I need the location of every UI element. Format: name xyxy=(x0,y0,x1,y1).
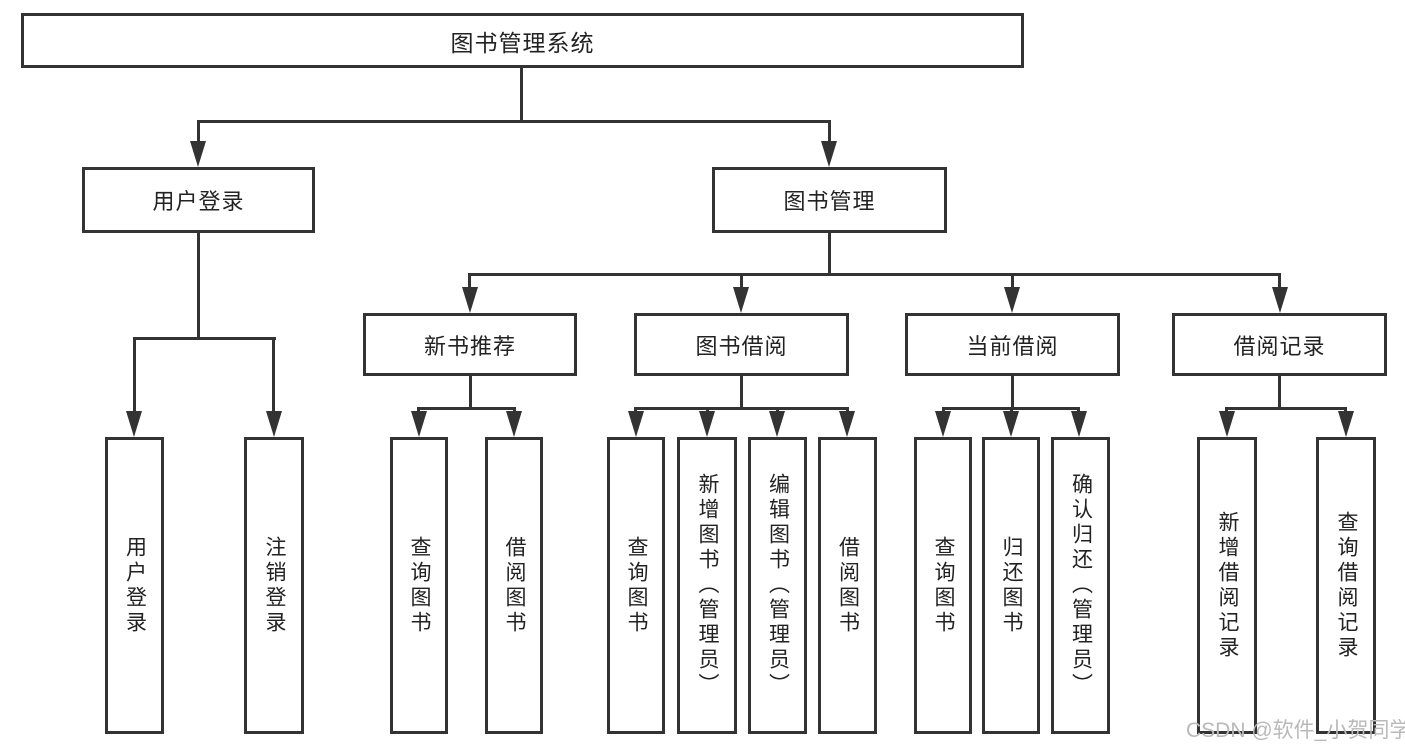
node-label: 借阅图书 xyxy=(503,535,526,636)
connector-drop-book-management xyxy=(828,120,831,145)
arrowhead-new-book xyxy=(462,287,478,313)
node-book-borrow: 图书借阅 xyxy=(634,313,849,376)
arrowhead-edit-books xyxy=(769,411,785,437)
node-label: 用户登录 xyxy=(123,535,147,636)
node-label: 编辑图书（管理员） xyxy=(766,473,790,698)
node-label: 查询图书 xyxy=(625,535,648,636)
connector-drop-user-login-leaf xyxy=(133,337,136,415)
arrowhead-current-borrow xyxy=(1004,287,1020,313)
connector-new-book-stub xyxy=(469,376,472,407)
arrowhead-user-login-leaf xyxy=(126,411,142,437)
connector-root-stub xyxy=(520,68,523,120)
arrowhead-logout-leaf xyxy=(266,411,282,437)
arrowhead-query-books-3 xyxy=(935,411,951,437)
leaf-user-login: 用户登录 xyxy=(105,437,164,734)
arrowhead-book-borrow xyxy=(733,287,749,313)
connector-root-rail xyxy=(197,120,831,123)
arrowhead-query-books-2 xyxy=(628,411,644,437)
leaf-return-books: 归还图书 xyxy=(982,437,1040,734)
node-label: 图书管理系统 xyxy=(450,29,595,56)
leaf-query-books-3: 查询图书 xyxy=(914,437,972,734)
leaf-query-borrow-record: 查询借阅记录 xyxy=(1316,437,1376,734)
arrowhead-book-management xyxy=(821,141,837,167)
node-label: 确认归还（管理员） xyxy=(1069,473,1093,698)
arrowhead-query-borrow-record xyxy=(1338,411,1354,437)
leaf-borrow-books-2: 借阅图书 xyxy=(818,437,877,734)
connector-user-login-rail xyxy=(133,337,276,340)
connector-drop-current-borrow xyxy=(1011,273,1014,291)
connector-book-borrow-stub xyxy=(740,376,743,407)
connector-book-management-stub xyxy=(828,233,831,273)
connector-drop-book-borrow xyxy=(740,273,743,291)
leaf-query-books-2: 查询图书 xyxy=(607,437,665,734)
leaf-borrow-books-1: 借阅图书 xyxy=(485,437,543,734)
connector-drop-user-login xyxy=(197,120,200,145)
arrowhead-borrow-records xyxy=(1272,287,1288,313)
node-label: 新增借阅记录 xyxy=(1216,510,1239,661)
node-label: 查询借阅记录 xyxy=(1335,510,1358,661)
arrowhead-confirm-return xyxy=(1071,411,1087,437)
arrowhead-return-books xyxy=(1003,411,1019,437)
connector-new-book-rail xyxy=(417,407,516,410)
arrowhead-query-books-1 xyxy=(411,411,427,437)
node-book-management: 图书管理 xyxy=(712,167,947,233)
connector-book-borrow-rail xyxy=(634,407,848,410)
node-label: 用户登录 xyxy=(152,189,245,214)
connector-borrow-records-stub xyxy=(1278,376,1281,407)
node-label: 新增图书（管理员） xyxy=(696,473,719,698)
node-label: 当前借阅 xyxy=(966,333,1059,359)
connector-drop-logout-leaf xyxy=(272,337,275,415)
connector-borrow-records-rail xyxy=(1225,407,1347,410)
leaf-logout: 注销登录 xyxy=(244,437,304,734)
leaf-confirm-return-admin: 确认归还（管理员） xyxy=(1051,437,1110,734)
node-root-library-system: 图书管理系统 xyxy=(21,13,1024,68)
arrowhead-borrow-books-2 xyxy=(839,411,855,437)
node-label: 图书借阅 xyxy=(695,333,788,359)
arrowhead-add-books xyxy=(699,411,715,437)
node-label: 借阅记录 xyxy=(1233,333,1326,359)
arrowhead-borrow-books-1 xyxy=(506,411,522,437)
leaf-add-borrow-record: 新增借阅记录 xyxy=(1197,437,1257,734)
arrowhead-user-login xyxy=(190,141,206,167)
node-label: 归还图书 xyxy=(1000,535,1023,636)
node-borrow-records: 借阅记录 xyxy=(1172,313,1387,376)
node-new-book-recommend: 新书推荐 xyxy=(363,313,577,376)
leaf-edit-books-admin: 编辑图书（管理员） xyxy=(748,437,807,734)
node-label: 借阅图书 xyxy=(836,535,860,636)
leaf-query-books-1: 查询图书 xyxy=(390,437,448,734)
connector-user-login-stub xyxy=(197,233,200,337)
node-label: 新书推荐 xyxy=(423,333,516,359)
leaf-add-books-admin: 新增图书（管理员） xyxy=(677,437,737,734)
connector-drop-new-book xyxy=(468,273,471,291)
arrowhead-add-borrow-record xyxy=(1219,411,1235,437)
csdn-watermark: CSDN @软件_小贺同学 xyxy=(1186,719,1405,742)
connector-drop-borrow-records xyxy=(1278,273,1281,291)
connector-book-management-rail xyxy=(468,273,1281,276)
node-label: 图书管理 xyxy=(783,189,876,214)
node-label: 查询图书 xyxy=(408,535,431,636)
node-current-borrow: 当前借阅 xyxy=(905,313,1120,376)
node-user-login: 用户登录 xyxy=(82,167,315,233)
node-label: 查询图书 xyxy=(932,535,955,636)
connector-current-borrow-stub xyxy=(1011,376,1014,407)
node-label: 注销登录 xyxy=(263,535,286,636)
